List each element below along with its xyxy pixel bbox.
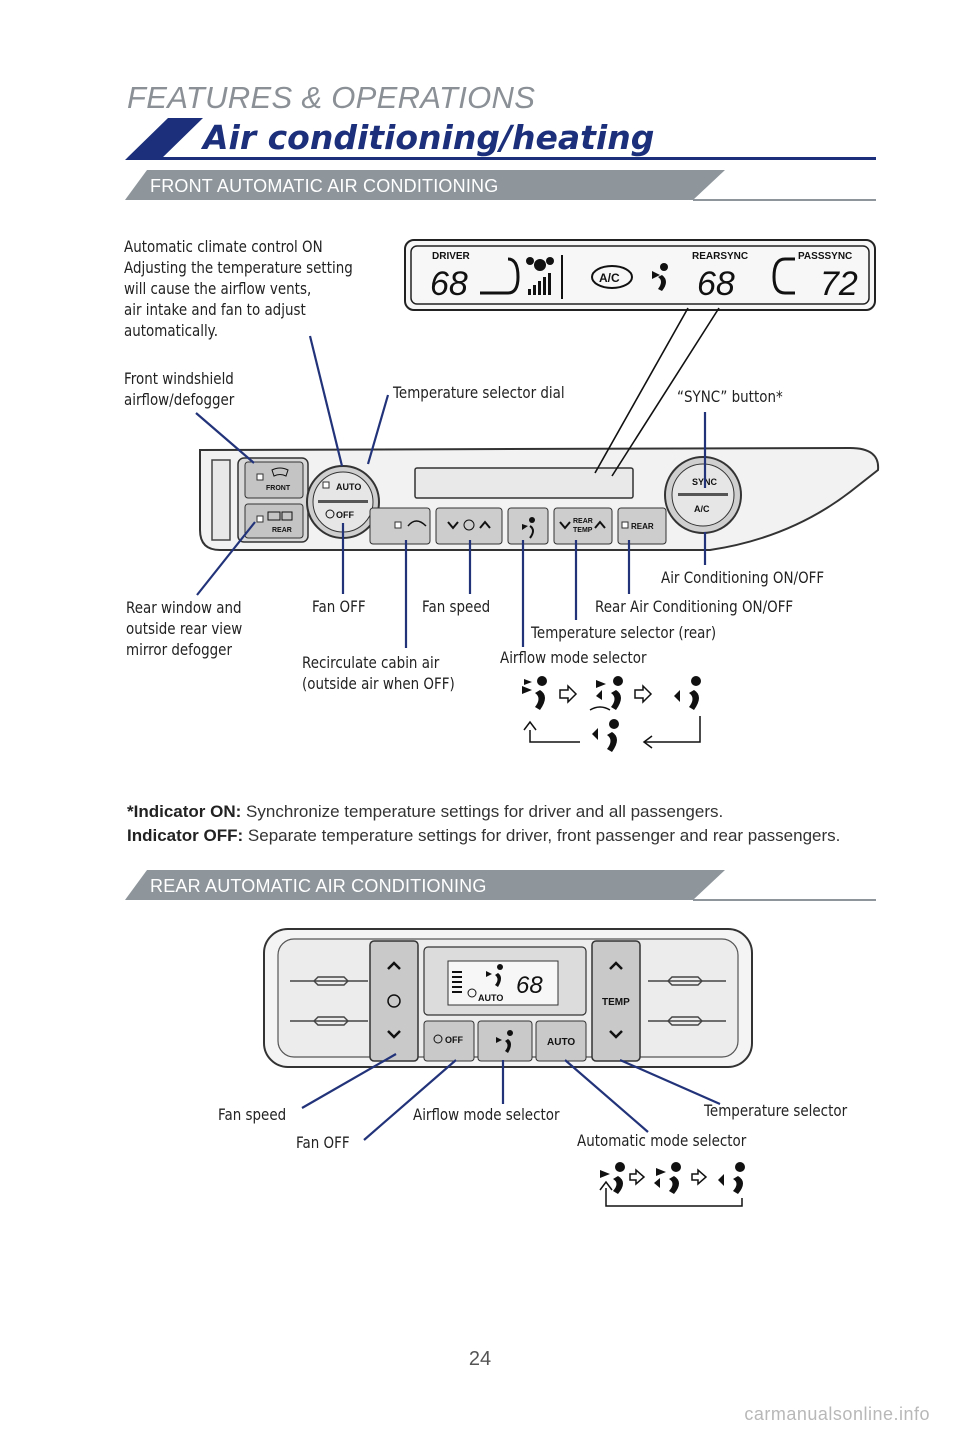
callout-recirc: Recirculate cabin air (outside air when … xyxy=(302,653,455,693)
rear-temp-label: TEMP xyxy=(602,997,630,1008)
callout-airflow: Airflow mode selector xyxy=(500,648,647,667)
rear-ac-label: REAR xyxy=(631,522,654,531)
pass-sync-label: PASSSYNC xyxy=(798,251,852,262)
callout-auto-on: Automatic climate control ON Adjusting t… xyxy=(124,237,353,340)
rear-defog-button[interactable]: REAR xyxy=(244,503,304,539)
front-defog-button[interactable]: FRONT xyxy=(244,461,304,499)
rear-auto-label: AUTO xyxy=(547,1037,575,1048)
rear-lcd-auto: AUTO xyxy=(478,993,503,1003)
sync-indicator-note: *Indicator ON: Synchronize temperature s… xyxy=(127,800,867,848)
driver-label: DRIVER xyxy=(432,251,471,262)
section-eyebrow: FEATURES & OPERATIONS xyxy=(127,80,536,115)
rear-ac-button[interactable]: REAR xyxy=(617,507,667,545)
rear-lcd-fan-bars-icon xyxy=(452,971,462,993)
rear-airflow-sequence xyxy=(599,1162,745,1207)
rear-banner-shape xyxy=(125,870,876,901)
auto-button-label: AUTO xyxy=(336,482,361,492)
callout-windshield: Front windshield airflow/defogger xyxy=(124,369,235,409)
driver-temp: 68 xyxy=(430,265,468,303)
rear-auto-button[interactable]: AUTO xyxy=(535,1020,587,1062)
rear-defog-label: REAR xyxy=(272,527,292,534)
rear-off-label: OFF xyxy=(445,1035,463,1045)
lcd-ac-label: A/C xyxy=(599,271,620,285)
indicator-off-text: Separate temperature settings for driver… xyxy=(243,826,841,845)
page-number: 24 xyxy=(468,1348,492,1370)
front-panel-screen xyxy=(414,467,634,499)
rear-sync-label: REARSYNC xyxy=(692,251,748,262)
rear-lcd-fan-icon xyxy=(467,988,477,998)
indicator-on-text: Synchronize temperature settings for dri… xyxy=(241,802,724,821)
airflow-face-icon xyxy=(522,676,547,710)
rear-lcd-temp: 68 xyxy=(516,972,543,999)
front-callout-lines xyxy=(195,307,720,648)
front-defog-label: FRONT xyxy=(266,485,291,492)
rear-temp-label-1: REAR xyxy=(573,518,593,525)
callout-ac-onoff: Air Conditioning ON/OFF xyxy=(661,568,825,587)
page-title: Air conditioning/heating xyxy=(203,118,655,157)
indicator-on-label: *Indicator ON: xyxy=(127,802,242,821)
rear-lcd-display: AUTO 68 xyxy=(447,960,559,1006)
rear-temp-label-2: TEMP xyxy=(573,527,593,534)
header-decoration xyxy=(125,118,876,201)
pass-temp: 72 xyxy=(820,265,858,303)
off-button-label: OFF xyxy=(336,510,354,520)
indicator-off-label: Indicator OFF: xyxy=(127,826,244,845)
fan-icon xyxy=(526,257,554,271)
rear-callout-lines xyxy=(301,1053,721,1141)
airflow-feet-icon xyxy=(674,676,701,710)
airflow-bilevel-icon xyxy=(596,676,623,710)
rear-left-vent xyxy=(290,976,368,1026)
rear-temp: 68 xyxy=(697,265,735,303)
fan-level-bars-icon xyxy=(528,273,551,295)
rear-fan-speed-button[interactable] xyxy=(369,940,419,1062)
rear-callout-auto-mode: Automatic mode selector xyxy=(577,1131,747,1150)
rear-lcd-airflow-icon xyxy=(486,964,503,987)
airflow-feet-defrost-icon xyxy=(589,706,619,752)
front-section-banner: FRONT AUTOMATIC AIR CONDITIONING xyxy=(150,176,499,196)
rear-callout-fan-speed: Fan speed xyxy=(218,1105,287,1124)
rear-control-panel: TEMP AUTO 68 OFF AUTO xyxy=(263,928,753,1068)
front-lcd-display: DRIVER REARSYNC PASSSYNC 68 A/C 68 72 xyxy=(404,239,876,311)
callout-sync-button: “SYNC” button* xyxy=(677,387,783,406)
callout-rear-ac: Rear Air Conditioning ON/OFF xyxy=(595,597,794,616)
watermark: carmanualsonline.info xyxy=(744,1404,930,1424)
rear-callout-fan-off: Fan OFF xyxy=(296,1133,350,1152)
callout-temp-rear: Temperature selector (rear) xyxy=(531,623,717,642)
callout-rear-window: Rear window and outside rear view mirror… xyxy=(126,598,243,659)
rear-temp-button[interactable]: REAR TEMP xyxy=(553,507,613,545)
rear-airflow-button[interactable] xyxy=(477,1020,533,1062)
airflow-mode-button[interactable] xyxy=(507,507,549,545)
rear-right-vent xyxy=(648,976,726,1026)
recirculate-button[interactable] xyxy=(369,507,431,545)
front-control-panel: FRONT REAR AUTO OFF REAR TEMP xyxy=(199,446,880,551)
callout-fan-off: Fan OFF xyxy=(312,597,366,616)
temperature-dial-left[interactable]: AUTO OFF xyxy=(306,465,380,539)
front-airflow-sequence xyxy=(522,676,701,752)
airflow-feet-icon xyxy=(718,1162,745,1194)
airflow-face-icon xyxy=(652,263,668,291)
callout-temp-dial: Temperature selector dial xyxy=(393,383,565,402)
ac-button-label: A/C xyxy=(694,504,710,514)
airflow-face-icon xyxy=(600,1162,625,1194)
callout-fan-speed: Fan speed xyxy=(422,597,491,616)
rear-callout-airflow: Airflow mode selector xyxy=(413,1105,560,1124)
rear-section-banner: REAR AUTOMATIC AIR CONDITIONING xyxy=(150,876,487,896)
rear-callout-temp: Temperature selector xyxy=(704,1101,848,1120)
rear-temp-button[interactable]: TEMP xyxy=(591,940,641,1062)
airflow-bilevel-icon xyxy=(654,1162,681,1194)
fan-speed-button[interactable] xyxy=(435,507,503,545)
rear-fan-off-button[interactable]: OFF xyxy=(423,1020,475,1062)
